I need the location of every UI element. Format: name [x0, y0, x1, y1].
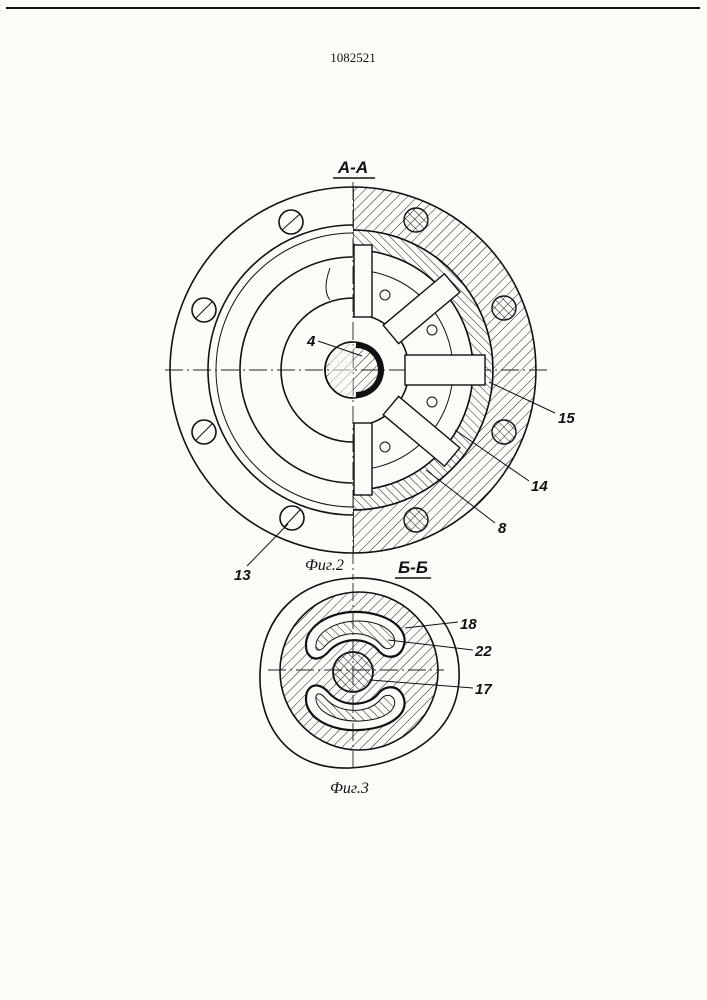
callout-4: 4	[306, 333, 316, 350]
patent-number: 1082521	[330, 50, 376, 65]
bolt-hole-right-upper	[492, 296, 516, 320]
section-label-b-b: Б-Б	[398, 558, 428, 577]
callout-18: 18	[460, 616, 477, 633]
callout-15: 15	[558, 410, 575, 427]
bolt-hole-right-lower	[492, 420, 516, 444]
bolt-hole-left-bottom	[280, 506, 304, 530]
ball-2	[427, 325, 437, 335]
bolt-hole-right-top	[404, 208, 428, 232]
callout-14: 14	[531, 478, 548, 495]
callout-22: 22	[474, 643, 492, 660]
ball-3	[427, 397, 437, 407]
roller-bottom	[354, 423, 372, 495]
roller-lower-diagonal	[383, 396, 460, 466]
roller-upper-diagonal	[383, 274, 460, 344]
ball-4	[380, 442, 390, 452]
callout-8: 8	[498, 520, 507, 537]
callout-17: 17	[475, 681, 492, 698]
figure-3-caption: Фиг.3	[330, 780, 369, 797]
ball-1	[380, 290, 390, 300]
roller-top	[354, 245, 372, 317]
section-label-a-a: А-А	[337, 158, 368, 177]
figure-3: Б-Б 18 22 17 Фиг.3	[260, 558, 492, 797]
bolt-hole-right-bottom	[404, 508, 428, 532]
figure-2-caption: Фиг.2	[305, 557, 344, 574]
roller-horizontal	[405, 355, 485, 385]
bolt-hole-left-upper	[192, 298, 216, 322]
bolt-hole-left-top	[279, 210, 303, 234]
bolt-hole-left-lower	[192, 420, 216, 444]
figure-2: А-А	[165, 158, 575, 584]
callout-13: 13	[234, 567, 251, 584]
